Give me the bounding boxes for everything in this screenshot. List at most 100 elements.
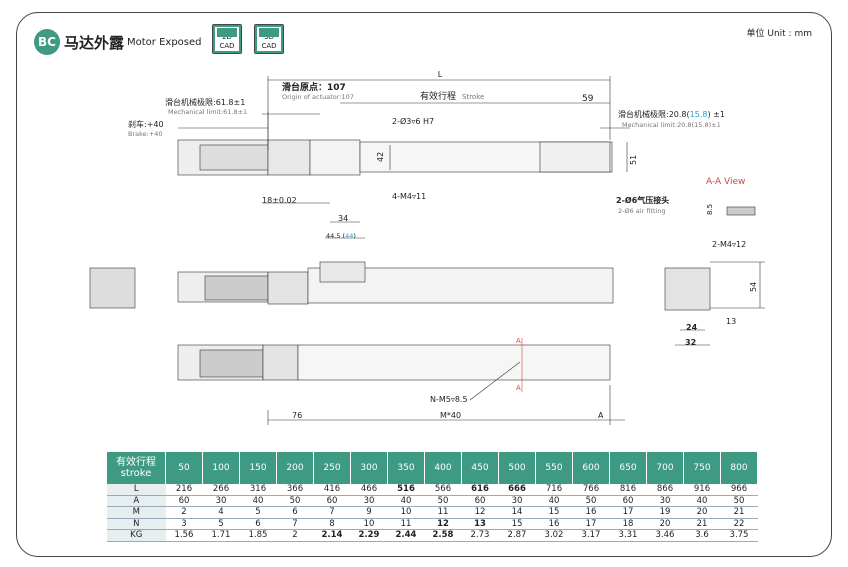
mech-right-cn: 滑台机械极限:20.8(15.8) ±1 [618, 109, 725, 119]
dim-m40: M*40 [440, 411, 461, 420]
table-cell: 22 [720, 518, 758, 530]
header-cell: 600 [572, 452, 610, 484]
header-cell: 550 [535, 452, 573, 484]
hole-callout: 2-Ø3▿6 H7 [392, 116, 434, 126]
table-cell: 12 [424, 518, 462, 530]
table-cell: 566 [424, 484, 462, 496]
origin-en: Origin of actuator:107 [282, 93, 354, 101]
table-cell: 13 [461, 518, 499, 530]
header-cell: 400 [424, 452, 462, 484]
header-cell: 450 [461, 452, 499, 484]
table-cell: 866 [646, 484, 684, 496]
table-cell: 5 [239, 506, 277, 519]
dim-8-5: 8.5 [706, 204, 714, 215]
mech-left-en: Mechanical limit:61.8±1 [168, 108, 247, 116]
table-cell: 1.85 [239, 529, 277, 542]
row-label: N [107, 518, 166, 530]
table-cell: 4 [202, 506, 240, 519]
header-cell: 150 [239, 452, 277, 484]
dim-A: A [598, 411, 604, 420]
table-cell: 466 [350, 484, 388, 496]
table-cell: 1.56 [165, 529, 203, 542]
table-cell: 3.75 [720, 529, 758, 542]
table-cell: 20 [646, 518, 684, 530]
header-cell: 50 [165, 452, 203, 484]
table-cell: 17 [572, 518, 610, 530]
table-cell: 2.58 [424, 529, 462, 542]
table-cell: 9 [350, 506, 388, 519]
table-cell: 516 [387, 484, 425, 496]
table-cell: 50 [424, 495, 462, 507]
table-cell: 2 [165, 506, 203, 519]
disk-icon [259, 28, 279, 37]
aa-view-label: A-A View [706, 177, 745, 187]
table-cell: 3 [165, 518, 203, 530]
table-cell: 266 [202, 484, 240, 496]
table-cell: 50 [720, 495, 758, 507]
air-en: 2-Ø6 air fitting [618, 207, 666, 215]
table-cell: 10 [387, 506, 425, 519]
dim-51: 51 [629, 155, 638, 165]
page-header: BC 马达外露 Motor Exposed [34, 29, 202, 55]
header-cell: 300 [350, 452, 388, 484]
table-cell: 21 [720, 506, 758, 519]
header-cell: 700 [646, 452, 684, 484]
table-cell: 40 [683, 495, 721, 507]
table-cell: 20 [683, 506, 721, 519]
page-frame [16, 12, 832, 557]
table-cell: 2.44 [387, 529, 425, 542]
table-cell: 12 [461, 506, 499, 519]
disk-icon [217, 28, 237, 37]
table-cell: 2.29 [350, 529, 388, 542]
table-cell: 50 [572, 495, 610, 507]
table-cell: 2.73 [461, 529, 499, 542]
table-cell: 8 [313, 518, 351, 530]
stroke-en: Stroke [462, 93, 484, 101]
table-cell: 1.71 [202, 529, 240, 542]
table-cell: 6 [239, 518, 277, 530]
table-cell: 2.87 [498, 529, 536, 542]
dim-L: L [438, 70, 443, 79]
m4b-callout: 2-M4▿12 [712, 240, 746, 249]
table-cell: 40 [387, 495, 425, 507]
table-cell: 3.31 [609, 529, 647, 542]
table-cell: 14 [498, 506, 536, 519]
origin-cn: 滑台原点：107 [282, 81, 346, 93]
table-cell: 11 [387, 518, 425, 530]
dim-32: 32 [685, 338, 696, 347]
table-cell: 816 [609, 484, 647, 496]
table-cell: 966 [720, 484, 758, 496]
table-cell: 766 [572, 484, 610, 496]
model-badge: BC [34, 29, 60, 55]
table-cell: 3.6 [683, 529, 721, 542]
table-cell: 60 [461, 495, 499, 507]
table-cell: 30 [202, 495, 240, 507]
unit-label: 单位 Unit : mm [746, 29, 812, 39]
row-label: KG [107, 529, 166, 542]
m4-callout: 4-M4▿11 [392, 192, 426, 201]
table-cell: 17 [609, 506, 647, 519]
table-cell: 5 [202, 518, 240, 530]
table-cell: 30 [350, 495, 388, 507]
table-cell: 11 [424, 506, 462, 519]
table-cell: 15 [498, 518, 536, 530]
section-A-top: A [516, 337, 521, 345]
table-cell: 366 [276, 484, 314, 496]
table-cell: 50 [276, 495, 314, 507]
dim-34: 34 [338, 214, 348, 223]
table-cell: 30 [646, 495, 684, 507]
header-cell: 800 [720, 452, 758, 484]
header-cell: 250 [313, 452, 351, 484]
table-cell: 21 [683, 518, 721, 530]
header-cell: 650 [609, 452, 647, 484]
stroke-cn: 有效行程 [420, 90, 456, 102]
table-cell: 916 [683, 484, 721, 496]
